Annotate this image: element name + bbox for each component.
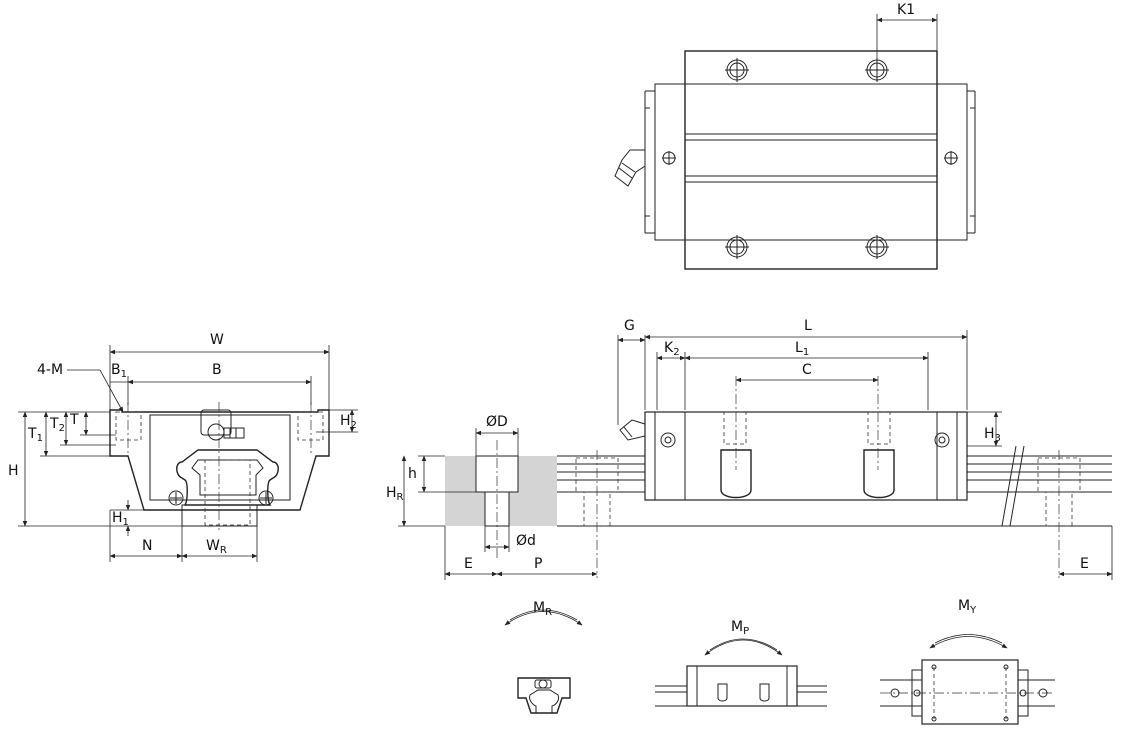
dim-label-t1: T1	[27, 426, 43, 444]
dim-label-w: W	[210, 332, 224, 348]
top-view: K1	[614, 2, 976, 270]
dim-label-e-right: E	[1080, 556, 1089, 572]
dim-label-od: ØD	[486, 414, 508, 430]
moment-mr-icon: MR	[504, 600, 583, 714]
moment-mp-icon: MP	[655, 619, 827, 707]
grease-nipple-icon	[619, 419, 646, 441]
grease-port-icon	[662, 151, 958, 165]
dim-label-od-small: Ød	[516, 533, 536, 549]
carriage-block	[644, 411, 968, 501]
dim-label-k2: K2	[664, 340, 680, 358]
end-view: W B B1 4-M H T1 T2 T H2	[8, 332, 358, 562]
moment-my-icon: MY	[880, 598, 1055, 725]
dim-label-t2: T2	[49, 416, 65, 434]
callout-4m: 4-M	[37, 362, 63, 378]
dim-label-g: G	[624, 318, 635, 334]
dim-label-h: H	[8, 463, 19, 479]
dim-label-b: B	[212, 362, 222, 378]
dim-label-h2: H2	[340, 413, 357, 431]
dim-label-b1: B1	[111, 362, 127, 380]
mounting-hole-icon	[725, 235, 749, 259]
dim-label-h1: H1	[112, 510, 129, 528]
mounting-hole-icon	[725, 58, 749, 82]
side-view: G L L1 K2 C H3 ØD h HR	[386, 318, 1113, 580]
dim-label-n: N	[142, 538, 152, 554]
dim-label-l: L	[804, 318, 812, 334]
label-my: MY	[958, 598, 977, 616]
label-mr: MR	[533, 600, 552, 618]
dim-label-e-left: E	[464, 556, 473, 572]
dim-label-hr: HR	[386, 485, 404, 503]
mounting-hole-icon	[865, 58, 889, 82]
dim-label-k1: K1	[897, 2, 915, 18]
dim-label-l1: L1	[795, 340, 809, 358]
mounting-hole-icon	[865, 235, 889, 259]
dim-label-wr: WR	[206, 538, 227, 556]
dim-label-t: T	[69, 412, 79, 428]
dim-label-h-small: h	[408, 466, 417, 482]
grease-nipple-icon	[200, 409, 245, 441]
grease-nipple-icon	[614, 149, 646, 187]
dim-label-c: C	[802, 362, 812, 378]
label-mp: MP	[731, 619, 749, 637]
dim-label-h3: H3	[984, 426, 1001, 444]
dim-label-p: P	[534, 556, 542, 572]
